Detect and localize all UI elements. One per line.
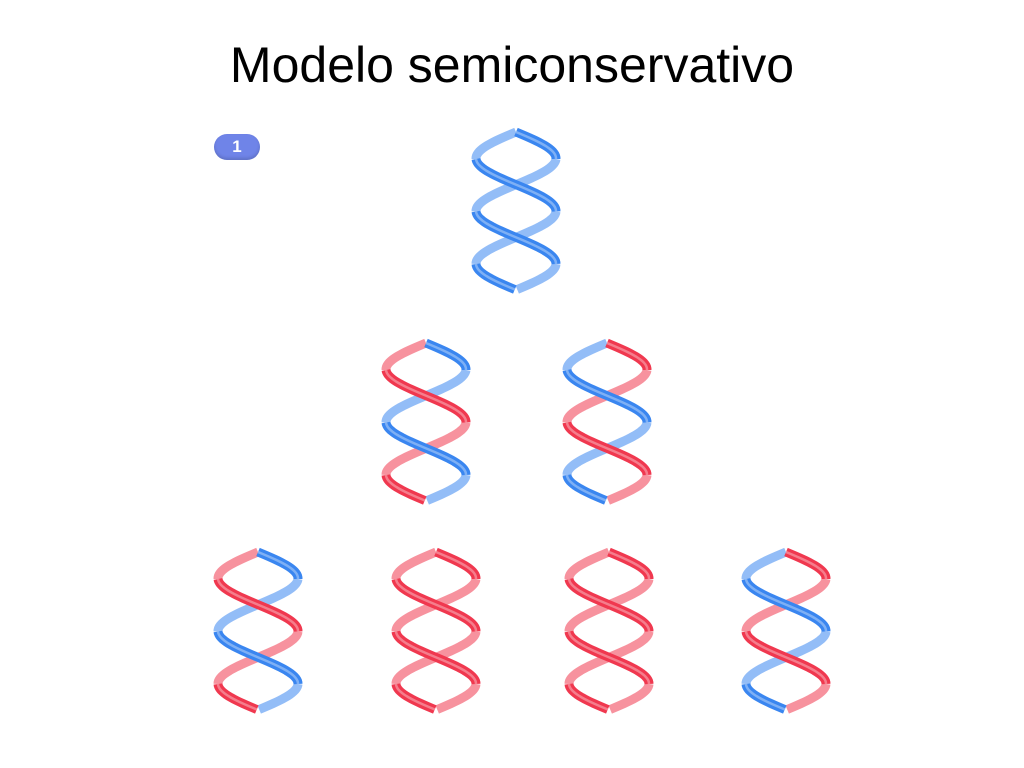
- step-number-badge: 1: [214, 134, 260, 160]
- helix-strand-2-back: [562, 338, 609, 371]
- helix-strand-2-front: [741, 683, 787, 714]
- helix-strand-1-front: [605, 338, 652, 371]
- helix-strand-2-front: [562, 474, 608, 505]
- helix-strand-1-front: [741, 630, 831, 685]
- helix-strand-2-front: [562, 369, 652, 423]
- helix-strand-1-back: [606, 474, 652, 505]
- helix-strand-1-front: [381, 421, 471, 476]
- helix-strand-2-front: [471, 263, 517, 294]
- slide-title: Modelo semiconservativo: [229, 37, 795, 93]
- helix-strand-2-front: [741, 578, 831, 632]
- helix-strand-1-back: [425, 474, 471, 505]
- helix-strand-2-front: [564, 683, 610, 714]
- helix-strand-2-front: [471, 158, 561, 212]
- helix-strand-1-front: [607, 547, 654, 580]
- helix-strand-2-front: [391, 578, 481, 632]
- helix-strand-2-back: [741, 547, 788, 580]
- helix-strand-1-front: [424, 338, 471, 371]
- dna-helix-gen1-2: [562, 338, 652, 505]
- helix-strand-1-front: [256, 547, 303, 580]
- helix-strand-1-back: [608, 683, 654, 714]
- helix-strand-1-back: [257, 683, 303, 714]
- helix-strand-2-back: [471, 127, 518, 160]
- dna-helix-gen1-1: [381, 338, 471, 505]
- helix-strand-1-front: [562, 421, 652, 476]
- helix-strand-2-back: [391, 547, 438, 580]
- helix-strand-2-front: [564, 578, 654, 632]
- helix-strand-1-front: [391, 630, 481, 685]
- helix-strand-2-back: [564, 547, 611, 580]
- dna-helix-parental: [471, 127, 561, 294]
- helix-strand-1-front: [213, 630, 303, 685]
- helix-strand-1-front: [434, 547, 481, 580]
- helix-strand-1-back: [785, 683, 831, 714]
- helix-strand-1-back: [515, 263, 561, 294]
- dna-helix-gen2-4: [741, 547, 831, 714]
- helix-strand-2-front: [381, 474, 427, 505]
- helix-strand-1-front: [784, 547, 831, 580]
- helix-strand-2-front: [381, 369, 471, 423]
- helix-strand-1-back: [435, 683, 481, 714]
- helix-strand-1-front: [471, 210, 561, 265]
- helix-strand-2-front: [213, 683, 259, 714]
- dna-helix-gen2-3: [564, 547, 654, 714]
- helix-strand-1-front: [564, 630, 654, 685]
- dna-helix-gen2-1: [213, 547, 303, 714]
- helix-strand-2-front: [213, 578, 303, 632]
- helix-strand-2-back: [213, 547, 260, 580]
- helix-strand-2-front: [391, 683, 437, 714]
- dna-helix-gen2-2: [391, 547, 481, 714]
- helix-strand-1-front: [514, 127, 561, 160]
- helix-strand-2-back: [381, 338, 428, 371]
